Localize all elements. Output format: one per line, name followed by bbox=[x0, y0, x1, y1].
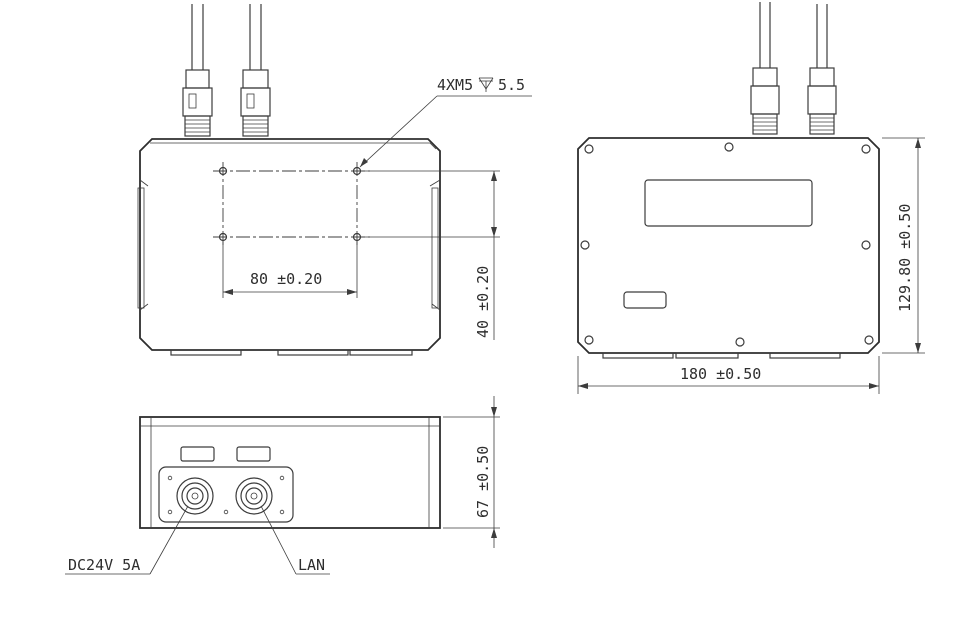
front-view-housing bbox=[139, 416, 441, 529]
depth-symbol-icon bbox=[478, 77, 494, 92]
lan-port-label: LAN bbox=[298, 556, 325, 574]
screw-icon bbox=[584, 335, 594, 345]
screw-icon bbox=[735, 337, 745, 347]
depth-bottom-label: 67 ±0.50 bbox=[474, 446, 492, 518]
width-side-label: 180 ±0.50 bbox=[680, 365, 761, 383]
top-view: 80 ±0.20 40 ±0.20 4XM5 5.5 bbox=[137, 4, 532, 356]
connector-plate bbox=[158, 466, 294, 523]
power-connector-icon bbox=[176, 477, 214, 515]
screws bbox=[580, 142, 874, 347]
hole-spec-label: 4XM5 bbox=[437, 76, 473, 94]
screw-icon bbox=[724, 142, 734, 152]
label-window bbox=[644, 179, 813, 227]
power-port-label: DC24V 5A bbox=[68, 556, 140, 574]
screw-icon bbox=[584, 144, 594, 154]
side-view-cable-left bbox=[750, 2, 780, 135]
indicator-slot bbox=[623, 291, 667, 309]
front-view: 67 ±0.50 DC24V 5A LAN bbox=[65, 396, 500, 575]
hole-depth-label: 5.5 bbox=[498, 76, 525, 94]
screw-icon bbox=[861, 144, 871, 154]
screw-icon bbox=[864, 335, 874, 345]
side-view-housing bbox=[577, 137, 880, 354]
hole-spacing-x-label: 80 ±0.20 bbox=[250, 270, 322, 288]
lan-connector-icon bbox=[235, 477, 273, 515]
screw-icon bbox=[580, 240, 590, 250]
hole-spacing-y-label: 40 ±0.20 bbox=[474, 266, 492, 338]
side-view-cable-right bbox=[807, 4, 837, 135]
top-view-cable-right bbox=[240, 4, 271, 137]
top-view-cable-left bbox=[182, 4, 213, 137]
top-view-housing bbox=[139, 138, 441, 351]
screw-icon bbox=[861, 240, 871, 250]
mounting-hole bbox=[218, 166, 228, 176]
mounting-hole-pattern bbox=[213, 162, 370, 248]
height-side-label: 129.80 ±0.50 bbox=[896, 204, 914, 312]
side-view: 129.80 ±0.50 180 ±0.50 bbox=[577, 2, 925, 394]
